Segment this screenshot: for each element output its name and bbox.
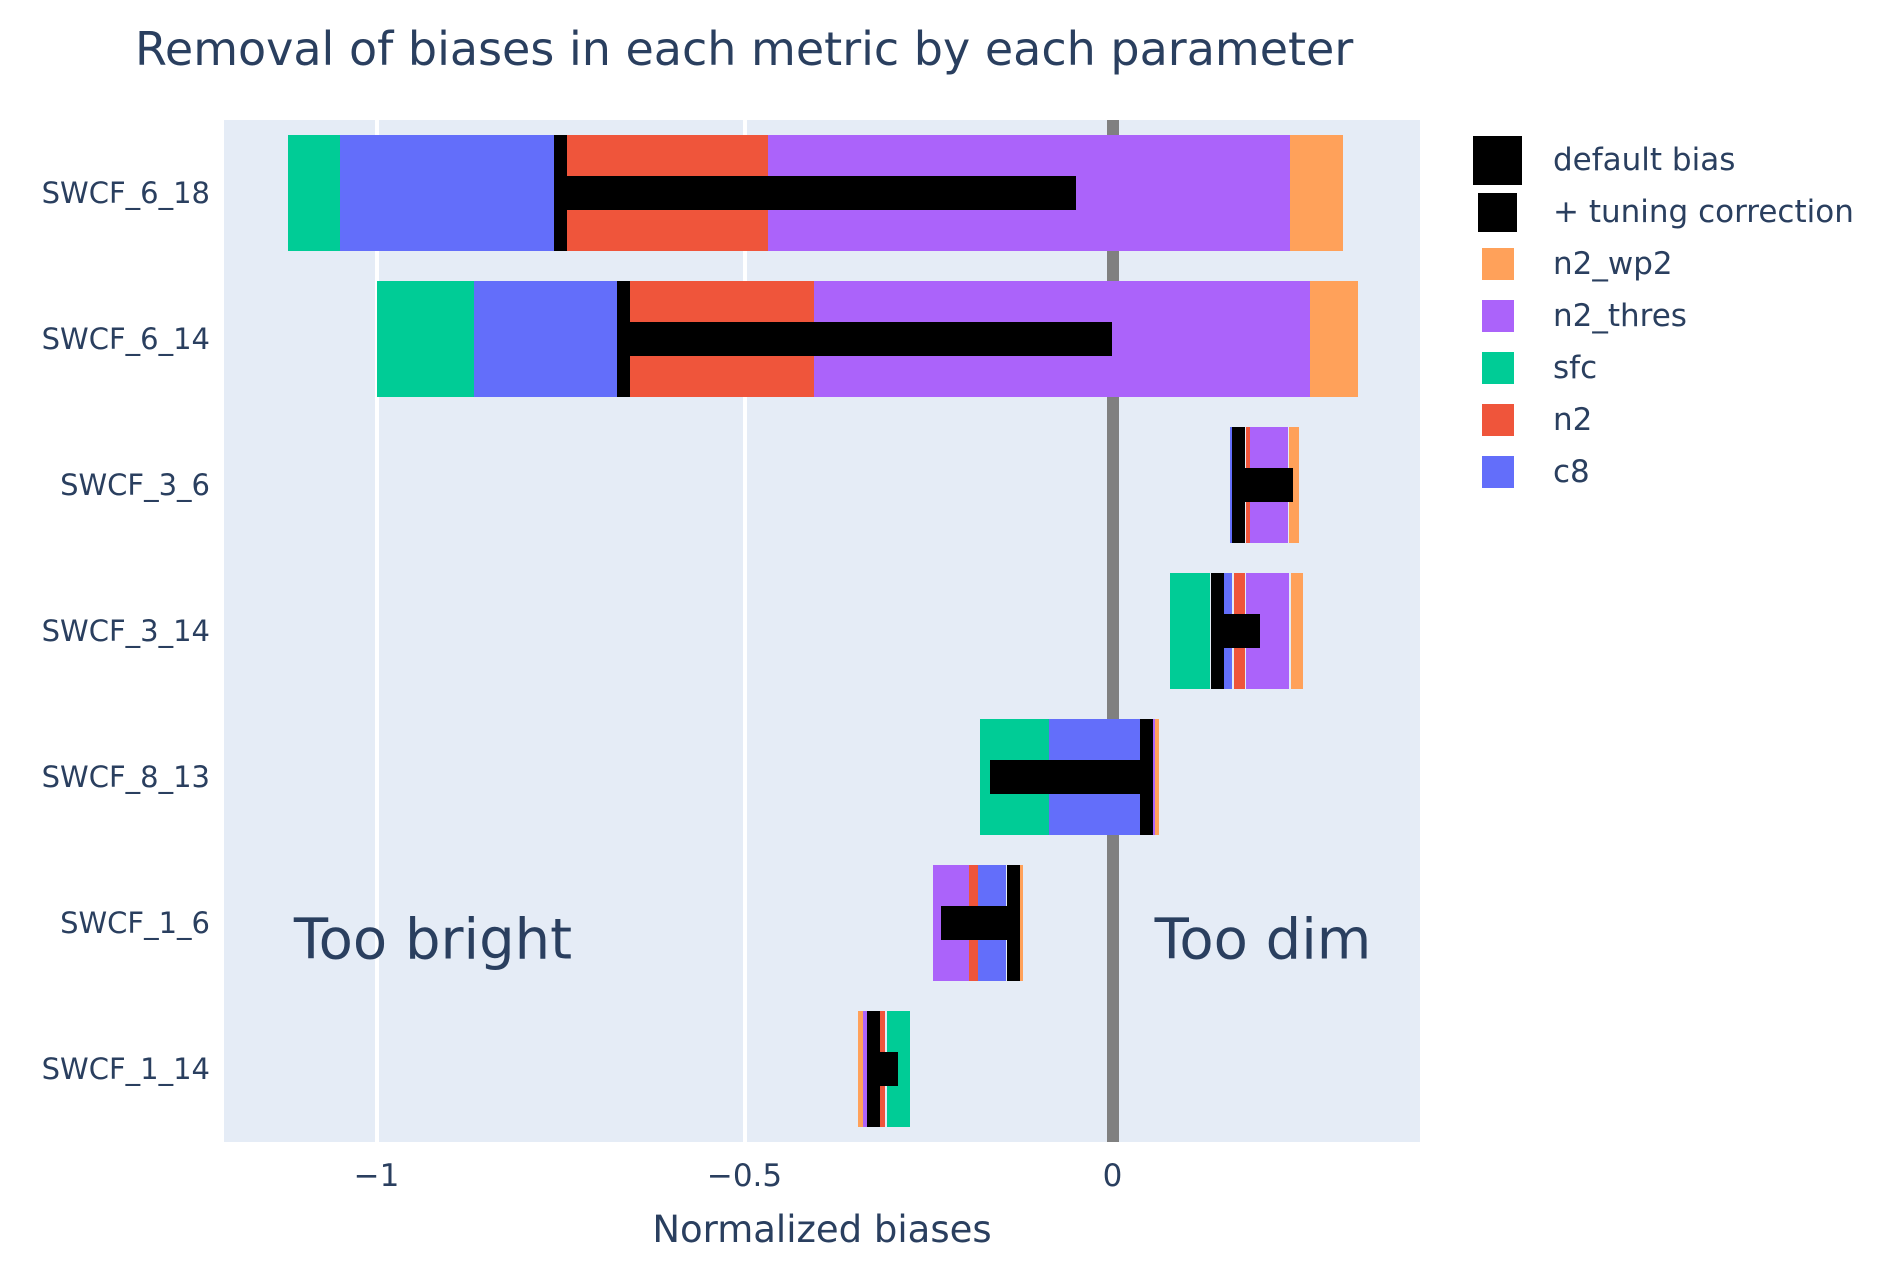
x-tick-label: −1 xyxy=(353,1158,400,1194)
legend-swatch xyxy=(1481,300,1514,332)
bar-segment-n2_wp2[interactable] xyxy=(1289,135,1343,251)
legend-item-c8[interactable]: c8 xyxy=(1473,446,1854,498)
annotation-too-bright: Too bright xyxy=(293,907,573,973)
y-axis-label: SWCF_1_6 xyxy=(60,906,210,940)
zero-line xyxy=(1106,120,1119,1142)
legend: default bias + tuning correction n2_wp2 n2_… xyxy=(1473,134,1854,498)
x-tick-label: 0 xyxy=(1102,1158,1123,1194)
default-bias-marker[interactable] xyxy=(1006,865,1020,981)
y-axis-label: SWCF_8_13 xyxy=(41,760,210,794)
bar-segment-sfc[interactable] xyxy=(376,281,475,397)
tuning-correction-bar[interactable] xyxy=(941,906,1014,940)
legend-swatch-box xyxy=(1473,352,1522,384)
legend-label: c8 xyxy=(1553,454,1590,490)
x-gridline xyxy=(742,120,747,1142)
bar-segment-n2_wp2[interactable] xyxy=(1155,719,1159,835)
x-axis-title: Normalized biases xyxy=(652,1208,992,1251)
tuning-correction-bar[interactable] xyxy=(560,176,1076,210)
legend-swatch-box xyxy=(1473,248,1522,280)
bar-segment-c8[interactable] xyxy=(339,135,561,251)
bar-segment-sfc[interactable] xyxy=(1169,573,1211,689)
y-axis-label: SWCF_3_6 xyxy=(60,468,210,502)
legend-label: + tuning correction xyxy=(1553,194,1854,230)
bar-segment-sfc[interactable] xyxy=(288,135,340,251)
legend-swatch xyxy=(1481,456,1514,488)
tuning-correction-bar[interactable] xyxy=(990,760,1147,794)
legend-swatch xyxy=(1473,135,1522,185)
legend-label: n2_thres xyxy=(1553,298,1687,334)
legend-swatch-box xyxy=(1473,300,1522,332)
legend-label: sfc xyxy=(1553,350,1598,386)
x-gridline xyxy=(374,120,379,1142)
legend-item-sfc[interactable]: sfc xyxy=(1473,342,1854,394)
chart-title: Removal of biases in each metric by each… xyxy=(135,22,1354,76)
bar-segment-n2_wp2[interactable] xyxy=(1291,573,1304,689)
legend-swatch xyxy=(1481,248,1514,280)
y-axis-label: SWCF_3_14 xyxy=(41,614,210,648)
bar-segment-n2_thres[interactable] xyxy=(862,1011,867,1127)
y-axis-label: SWCF_6_14 xyxy=(41,322,210,356)
legend-label: default bias xyxy=(1553,142,1736,178)
legend-item-n2-thres[interactable]: n2_thres xyxy=(1473,290,1854,342)
legend-swatch xyxy=(1478,192,1517,232)
default-bias-marker[interactable] xyxy=(1139,719,1153,835)
bar-segment-n2_wp2[interactable] xyxy=(1309,281,1359,397)
plot-area xyxy=(224,120,1420,1142)
tuning-correction-bar[interactable] xyxy=(1238,468,1293,502)
legend-label: n2_wp2 xyxy=(1553,246,1673,282)
tuning-correction-bar[interactable] xyxy=(1217,614,1260,648)
legend-swatch-box xyxy=(1473,404,1522,436)
legend-item-default-bias[interactable]: default bias xyxy=(1473,134,1854,186)
bar-segment-n2_thres[interactable] xyxy=(1152,719,1156,835)
bar-segment-c8[interactable] xyxy=(474,281,624,397)
y-axis-label: SWCF_6_18 xyxy=(41,176,210,210)
bar-segment-c8[interactable] xyxy=(1229,427,1232,543)
legend-swatch-box xyxy=(1473,456,1522,488)
x-tick-label: −0.5 xyxy=(706,1158,783,1194)
bar-segment-sfc[interactable] xyxy=(886,1011,911,1127)
legend-swatch-box xyxy=(1473,135,1522,185)
tuning-correction-bar[interactable] xyxy=(623,322,1113,356)
tuning-correction-bar[interactable] xyxy=(873,1052,899,1086)
annotation-too-dim: Too dim xyxy=(1154,907,1372,973)
y-axis-label: SWCF_1_14 xyxy=(41,1052,210,1086)
legend-swatch xyxy=(1481,404,1514,436)
legend-swatch xyxy=(1481,352,1514,384)
bar-segment-n2_wp2[interactable] xyxy=(1019,865,1023,981)
legend-item-n2[interactable]: n2 xyxy=(1473,394,1854,446)
legend-swatch-box xyxy=(1473,192,1522,232)
legend-item--tuning-correction[interactable]: + tuning correction xyxy=(1473,186,1854,238)
legend-item-n2-wp2[interactable]: n2_wp2 xyxy=(1473,238,1854,290)
legend-label: n2 xyxy=(1553,402,1593,438)
bar-segment-n2_wp2[interactable] xyxy=(857,1011,863,1127)
bar-segment-n2_wp2[interactable] xyxy=(1289,427,1299,543)
